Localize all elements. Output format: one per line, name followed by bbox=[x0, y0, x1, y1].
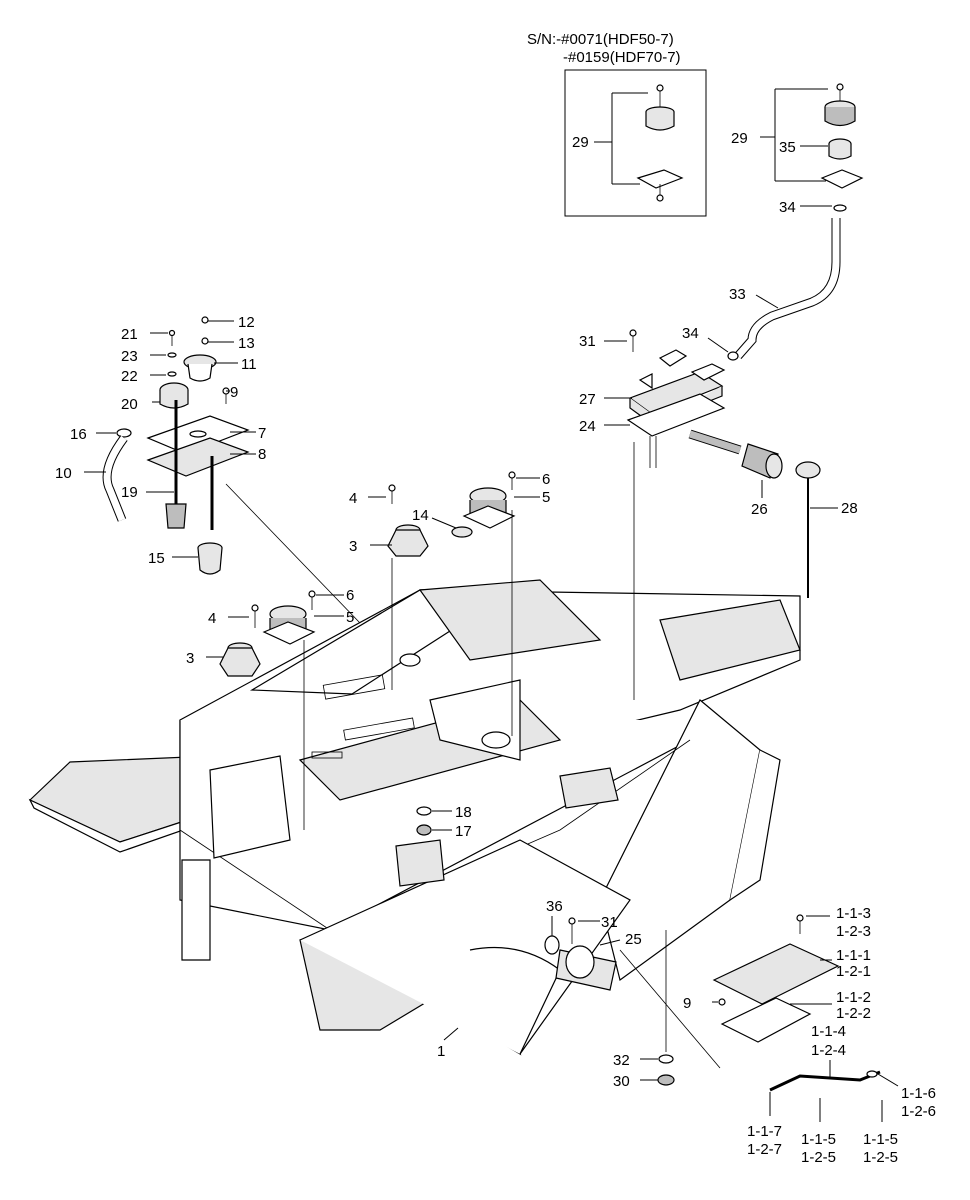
callout-1-1-6: 1-1-6 bbox=[901, 1085, 936, 1102]
main-frame bbox=[28, 579, 801, 1056]
callout-1-1-5-a: 1-1-5 bbox=[801, 1131, 836, 1148]
callout-25: 25 bbox=[625, 931, 642, 948]
callout-1-2-4: 1-2-4 bbox=[811, 1042, 846, 1059]
callout-1-2-5-a: 1-2-5 bbox=[801, 1149, 836, 1166]
callout-1-2-3: 1-2-3 bbox=[836, 923, 871, 940]
callout-3: 3 bbox=[349, 538, 357, 555]
step-assembly: 1-1-3 1-2-3 1-1-1 1-2-1 9 1-1-2 1-2-2 1-… bbox=[683, 905, 936, 1166]
callout-30: 30 bbox=[613, 1073, 630, 1090]
callout-4b: 4 bbox=[208, 610, 216, 627]
callout-8: 8 bbox=[258, 446, 266, 463]
callout-1-2-6: 1-2-6 bbox=[901, 1103, 936, 1120]
callout-1-2-2: 1-2-2 bbox=[836, 1005, 871, 1022]
callout-19: 19 bbox=[121, 484, 138, 501]
callout-6: 6 bbox=[542, 471, 550, 488]
callout-21: 21 bbox=[121, 326, 138, 343]
callout-1-1-7: 1-1-7 bbox=[747, 1123, 782, 1140]
callout-22: 22 bbox=[121, 368, 138, 385]
callout-33: 33 bbox=[729, 286, 746, 303]
callout-4: 4 bbox=[349, 490, 357, 507]
engine-mounts: 4 3 6 5 14 4 3 6 5 bbox=[186, 471, 550, 677]
callout-1-1-2: 1-1-2 bbox=[836, 989, 871, 1006]
callout-1-1-5-b: 1-1-5 bbox=[863, 1131, 898, 1148]
callout-6b: 6 bbox=[346, 587, 354, 604]
callout-5: 5 bbox=[542, 489, 550, 506]
fuel-sender-assembly: 12 13 11 9 21 23 22 20 7 8 bbox=[55, 314, 441, 707]
hydraulic-tank-cover: 31 27 24 26 28 bbox=[579, 329, 858, 598]
callout-1: 1 bbox=[437, 1043, 445, 1060]
callout-9b: 9 bbox=[683, 995, 691, 1012]
callout-27: 27 bbox=[579, 391, 596, 408]
callout-35: 35 bbox=[779, 139, 796, 156]
callout-1-1-1: 1-1-1 bbox=[836, 947, 871, 964]
center-small-parts: 18 17 31 36 25 32 30 1 bbox=[416, 804, 721, 1090]
callout-36: 36 bbox=[546, 898, 563, 915]
callout-23: 23 bbox=[121, 348, 138, 365]
callout-28: 28 bbox=[841, 500, 858, 517]
callout-34b: 34 bbox=[682, 325, 699, 342]
callout-18: 18 bbox=[455, 804, 472, 821]
callout-10: 10 bbox=[55, 465, 72, 482]
callout-31: 31 bbox=[579, 333, 596, 350]
callout-20: 20 bbox=[121, 396, 138, 413]
inset-frame bbox=[564, 69, 707, 217]
serial-line-2: -#0159(HDF70-7) bbox=[563, 49, 681, 66]
callout-32: 32 bbox=[613, 1052, 630, 1069]
callout-26: 26 bbox=[751, 501, 768, 518]
callout-29-inset: 29 bbox=[572, 134, 589, 151]
callout-11: 11 bbox=[241, 356, 257, 373]
callout-31b: 31 bbox=[601, 914, 618, 931]
serial-inset: S/N:-#0071(HDF50-7) -#0159(HDF70-7) 29 bbox=[527, 31, 707, 217]
callout-1-2-7: 1-2-7 bbox=[747, 1141, 782, 1158]
callout-3b: 3 bbox=[186, 650, 194, 667]
callout-7: 7 bbox=[258, 425, 266, 442]
callout-1-2-5-b: 1-2-5 bbox=[863, 1149, 898, 1166]
callout-9: 9 bbox=[230, 384, 238, 401]
callout-14: 14 bbox=[412, 507, 429, 524]
serial-line-1: S/N:-#0071(HDF50-7) bbox=[527, 31, 674, 48]
callout-5b: 5 bbox=[346, 609, 354, 626]
callout-24: 24 bbox=[579, 418, 596, 435]
callout-29: 29 bbox=[731, 130, 748, 147]
callout-13: 13 bbox=[238, 335, 255, 352]
mount-assembly-right: 29 35 34 33 34 bbox=[682, 83, 864, 361]
callout-1-1-4: 1-1-4 bbox=[811, 1023, 846, 1040]
callout-34: 34 bbox=[779, 199, 796, 216]
callout-16: 16 bbox=[70, 426, 87, 443]
callout-12: 12 bbox=[238, 314, 255, 331]
callout-1-1-3: 1-1-3 bbox=[836, 905, 871, 922]
callout-17: 17 bbox=[455, 823, 472, 840]
callout-15: 15 bbox=[148, 550, 165, 567]
callout-1-2-1: 1-2-1 bbox=[836, 963, 871, 980]
